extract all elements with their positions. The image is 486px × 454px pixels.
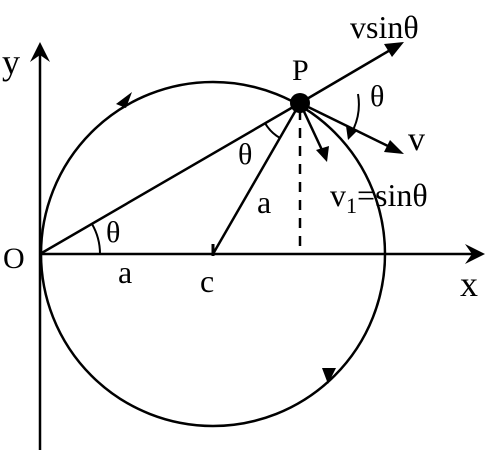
- circle-direction-arrow-bottom: [322, 368, 336, 384]
- angle-arc-p: [264, 122, 281, 139]
- circle-direction-arrow-top: [116, 92, 132, 108]
- center-label: c: [200, 263, 214, 299]
- angle-arc-velocity: [351, 93, 360, 133]
- angle-p-label: θ: [238, 138, 252, 171]
- x-axis-label: x: [460, 264, 478, 304]
- radius-horizontal-label: a: [118, 254, 132, 290]
- angle-arc-velocity-arrowhead: [346, 126, 358, 140]
- y-axis-arrowhead: [30, 42, 50, 62]
- velocity-v-arrowhead: [384, 140, 404, 154]
- line-cp: [211, 102, 302, 255]
- velocity-v1-subscript: 1: [346, 193, 357, 218]
- point-p-label: P: [292, 54, 309, 87]
- radius-cp-label: a: [257, 184, 271, 220]
- velocity-v1-label: v1=sinθ: [330, 177, 428, 218]
- velocity-radial-label: vsinθ: [350, 9, 419, 45]
- angle-velocity-label: θ: [370, 80, 384, 113]
- line-op: [39, 101, 301, 256]
- y-axis-label: y: [2, 42, 20, 82]
- velocity-v1-rest: =sinθ: [357, 177, 428, 213]
- angle-origin-label: θ: [106, 216, 120, 249]
- origin-label: O: [3, 242, 25, 275]
- angle-arc-origin: [91, 223, 102, 255]
- velocity-v1-main: v: [330, 177, 346, 213]
- vsin-arrowhead: [384, 42, 404, 57]
- velocity-v1-arrowhead: [316, 146, 329, 162]
- velocity-v-line: [299, 101, 393, 150]
- vsin-arrow-line: [299, 47, 393, 105]
- velocity-label: v: [408, 121, 425, 158]
- point-p-dot: [290, 93, 310, 113]
- x-axis-arrowhead: [465, 244, 485, 264]
